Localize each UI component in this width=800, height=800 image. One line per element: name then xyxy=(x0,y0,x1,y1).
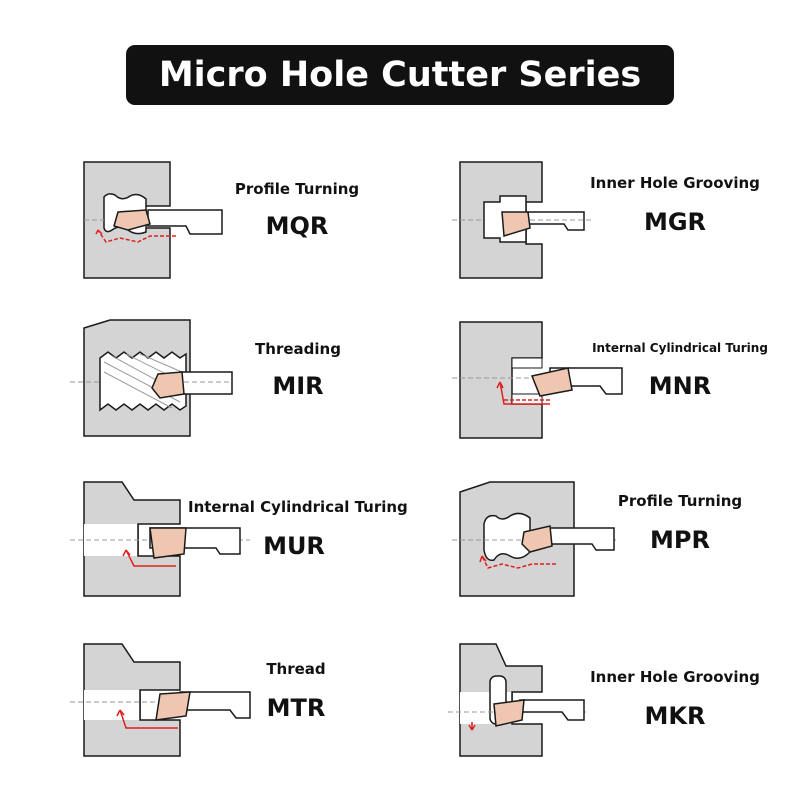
profile-turning-diagram-icon xyxy=(83,161,223,279)
operation-label: Internal Cylindrical Turing xyxy=(188,498,408,516)
inner-hole-grooving-diagram-icon xyxy=(452,161,592,279)
model-code: MNR xyxy=(648,372,712,400)
series-item-mtr: Thread MTR xyxy=(0,630,400,790)
model-code: MTR xyxy=(266,694,326,722)
threading-diagram-icon xyxy=(70,319,233,437)
operation-label: Profile Turning xyxy=(234,180,360,198)
model-code: MKR xyxy=(644,702,706,730)
series-item-mgr: Inner Hole Grooving MGR xyxy=(400,150,800,310)
operation-label: Profile Turning xyxy=(617,492,743,510)
model-code: MGR xyxy=(643,208,707,236)
model-code: MQR xyxy=(265,212,329,240)
thread-diagram-icon xyxy=(70,643,251,757)
operation-label: Thread xyxy=(266,660,326,678)
series-item-mur: Internal Cylindrical Turing MUR xyxy=(0,470,408,630)
series-item-mir: Threading MIR xyxy=(0,310,400,470)
series-item-mpr: Profile Turning MPR xyxy=(400,470,800,630)
page-title: Micro Hole Cutter Series xyxy=(158,55,642,95)
profile-turning-diagram-icon xyxy=(452,481,616,597)
operation-label: Inner Hole Grooving xyxy=(590,174,760,192)
internal-cylindrical-turning-diagram-icon xyxy=(452,321,623,439)
series-item-mkr: Inner Hole Grooving MKR xyxy=(400,630,800,790)
operation-label: Inner Hole Grooving xyxy=(590,668,760,686)
model-code: MIR xyxy=(272,372,324,400)
series-item-mqr: Profile Turning MQR xyxy=(0,150,400,310)
model-code: MUR xyxy=(263,532,325,560)
operation-label: Threading xyxy=(255,340,341,358)
title-banner: Micro Hole Cutter Series xyxy=(126,45,674,105)
model-code: MPR xyxy=(650,526,710,554)
series-item-mnr: Internal Cylindrical Turing MNR xyxy=(400,310,800,470)
internal-cylindrical-turning-diagram-icon xyxy=(70,481,250,597)
inner-hole-grooving-diagram-icon xyxy=(448,643,586,757)
operation-label: Internal Cylindrical Turing xyxy=(592,341,768,355)
